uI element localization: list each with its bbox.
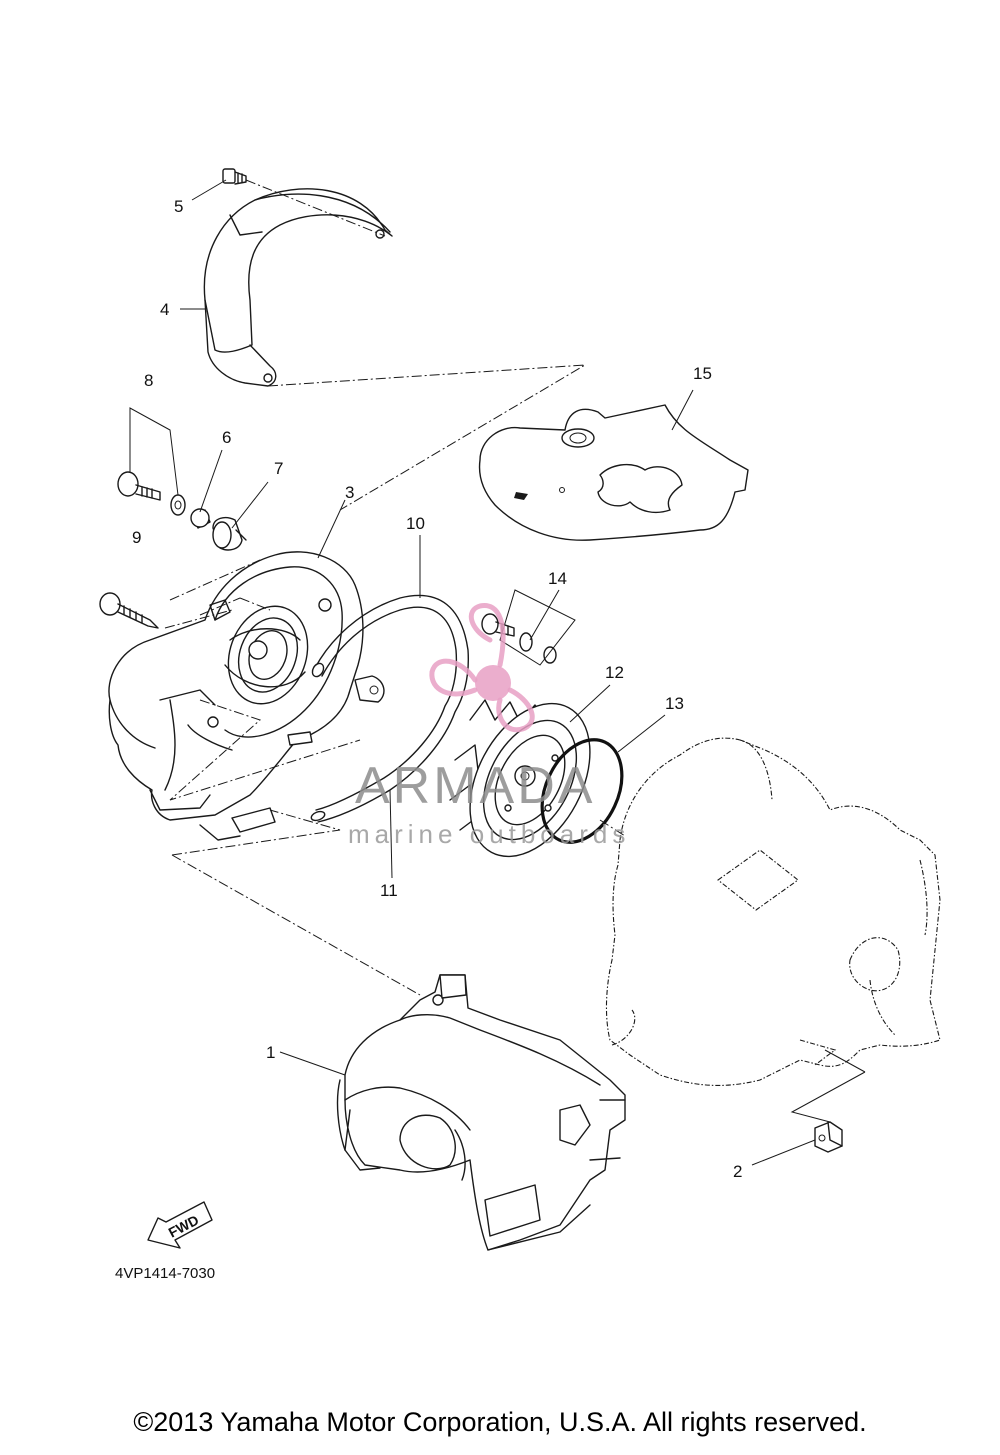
dash-alignment-13 bbox=[599, 819, 626, 837]
callout-12: 12 bbox=[605, 663, 624, 682]
engine-outline bbox=[605, 737, 941, 1086]
callout-5: 5 bbox=[174, 197, 183, 216]
watermark-brand: ARMADA bbox=[355, 757, 595, 815]
callout-2: 2 bbox=[733, 1162, 742, 1181]
dash-alignment-1b bbox=[171, 809, 341, 856]
dash-alignment-3b bbox=[169, 699, 361, 801]
part-14-bolt bbox=[481, 613, 557, 664]
dash-alignment-1 bbox=[171, 854, 421, 996]
part-6-collar bbox=[190, 508, 211, 529]
armada-watermark: ARMADA marine outboards bbox=[348, 603, 630, 849]
callout-9: 9 bbox=[132, 528, 141, 547]
dash-alignment-3 bbox=[169, 559, 261, 616]
callout-1: 1 bbox=[266, 1043, 275, 1062]
part-2-clip bbox=[814, 1121, 843, 1153]
part-15-gasket-plate bbox=[478, 404, 749, 541]
callout-3: 3 bbox=[345, 483, 354, 502]
callout-7: 7 bbox=[274, 459, 283, 478]
callout-11: 11 bbox=[380, 881, 398, 900]
leader-lines bbox=[180, 179, 816, 1166]
part-12-flywheel-fan bbox=[449, 699, 591, 858]
dash-alignment-3c bbox=[164, 597, 271, 629]
callout-15: 15 bbox=[693, 364, 712, 383]
fwd-arrow-icon: FWD bbox=[147, 1201, 213, 1249]
bracket-2 bbox=[790, 1049, 866, 1123]
part-13-o-ring bbox=[540, 738, 624, 844]
callout-13: 13 bbox=[665, 694, 684, 713]
part-1-lower-housing bbox=[336, 974, 626, 1251]
callout-6: 6 bbox=[222, 428, 231, 447]
bracket-14 bbox=[499, 589, 576, 666]
callout-numbers: 1 2 3 4 5 6 7 8 9 10 11 12 13 14 15 bbox=[132, 197, 742, 1181]
part-8-bolt bbox=[117, 471, 186, 516]
part-4-shroud-band bbox=[203, 188, 393, 387]
dash-line-5 bbox=[245, 179, 386, 237]
propeller-logo bbox=[429, 603, 535, 733]
part-7-grommet bbox=[212, 516, 247, 551]
dash-alignment-4-3 bbox=[267, 364, 586, 511]
callout-10: 10 bbox=[406, 514, 425, 533]
watermark-subtitle: marine outboards bbox=[348, 819, 630, 849]
callout-4: 4 bbox=[160, 300, 169, 319]
callout-8: 8 bbox=[144, 371, 153, 390]
part-3-fan-housing bbox=[108, 551, 385, 841]
callout-14: 14 bbox=[548, 569, 567, 588]
part-5-screw bbox=[222, 168, 247, 185]
copyright-notice: ©2013 Yamaha Motor Corporation, U.S.A. A… bbox=[133, 1407, 867, 1437]
bracket-8 bbox=[129, 407, 179, 496]
diagram-code: 4VP1414-7030 bbox=[115, 1265, 215, 1282]
part-9-screw bbox=[99, 592, 159, 629]
